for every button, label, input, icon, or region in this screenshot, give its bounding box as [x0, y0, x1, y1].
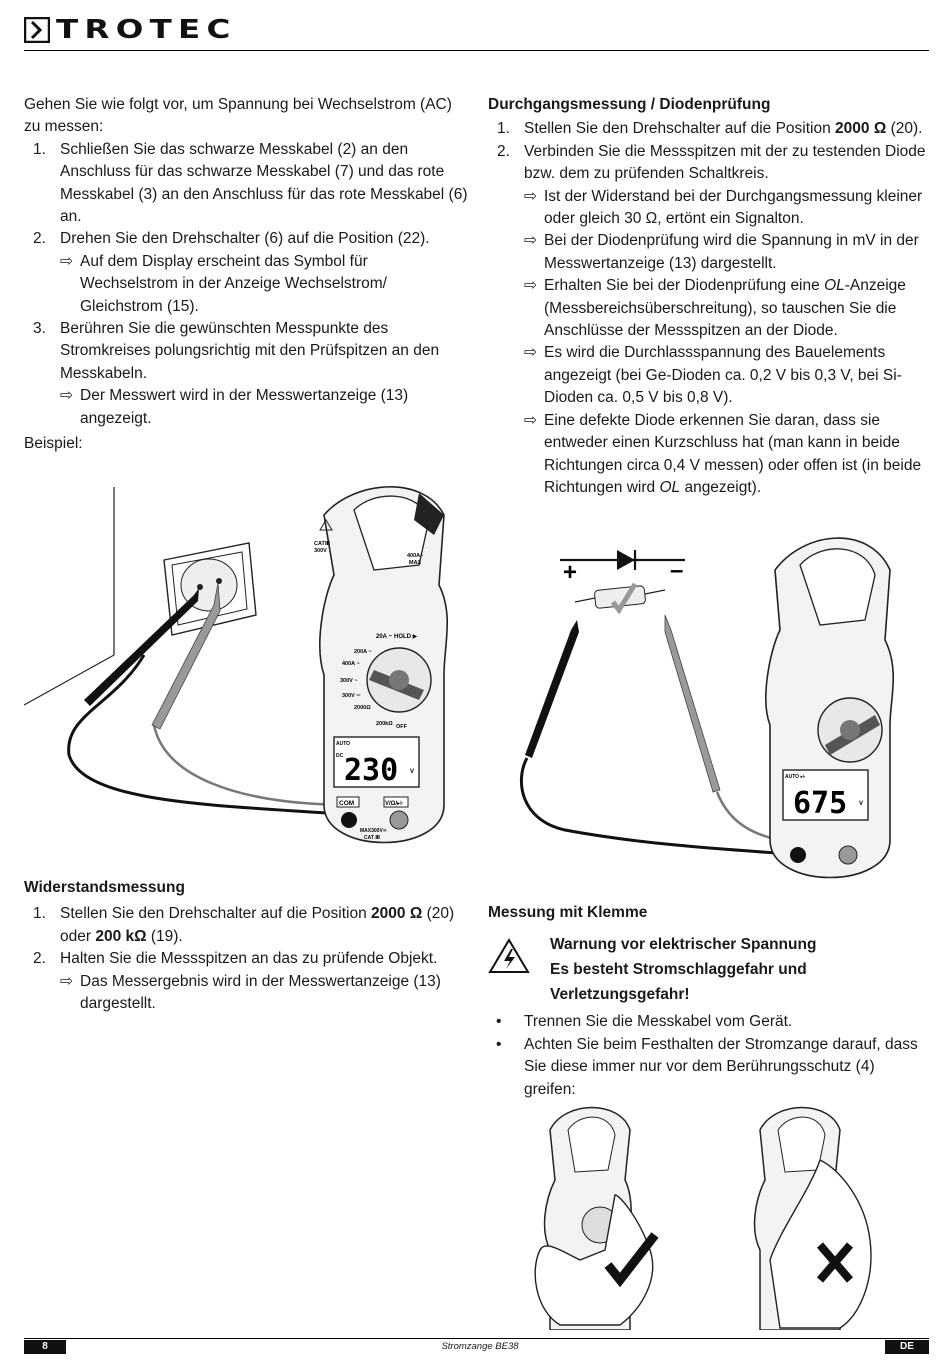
brand-logo: TROTEC [24, 16, 230, 44]
footer-title: Stromzange BE38 [441, 1341, 519, 1352]
lcd-dc: DC [336, 753, 344, 759]
trotec-chevron-icon [24, 17, 50, 43]
warning-line-3: Verletzungsgefahr! [550, 986, 690, 1004]
range-200a: 200A ~ [354, 649, 372, 655]
ac-step-3-result: ⇨Der Messwert wird in der Messwertanzeig… [60, 387, 409, 427]
range-300v-dc: 300V ═ [342, 693, 360, 699]
plus-sign: + [563, 559, 577, 586]
resistance-step-2: 2.Halten Sie die Messspitzen an das zu p… [24, 948, 469, 1015]
clamp-meter: 20A ~ HOLD ▶ 200A ~ 400A ~ 300V ~ 300V ═… [314, 486, 449, 844]
language-badge: DE [885, 1340, 929, 1354]
result-arrow-icon: ⇨ [524, 187, 537, 205]
header-rule [24, 50, 929, 51]
range-20a: 20A ~ [376, 634, 392, 640]
range-200k-ohm: 200kΩ [376, 721, 393, 727]
continuity-result-1: ⇨Ist der Widerstand bei der Durchgangsme… [524, 187, 923, 228]
clamp-bullet-1: •Trennen Sie die Messkabel vom Gerät. [496, 1013, 793, 1031]
max-current-label: 400A~ [407, 553, 423, 559]
wall-socket [163, 542, 257, 636]
max-voltage-label: MAX300V≂ [360, 828, 387, 834]
left-column: Gehen Sie wie folgt vor, um Spannung bei… [24, 94, 469, 456]
range-400a: 400A ~ [342, 661, 360, 667]
off-label: OFF [396, 724, 408, 730]
diode-component [574, 582, 666, 615]
result-arrow-icon: ⇨ [524, 232, 537, 250]
page-number: 8 [24, 1340, 66, 1354]
result-arrow-icon: ⇨ [60, 972, 73, 990]
lcd-auto-diode: AUTO ▸⊦ [785, 774, 806, 780]
voltage-warning: Warnung vor elektrischer Spannung Es bes… [488, 932, 928, 1007]
ac-step-2: 2.Drehen Sie den Drehschalter (6) auf di… [24, 228, 469, 318]
lcd-unit: V [410, 769, 414, 775]
result-arrow-icon: ⇨ [60, 387, 73, 405]
lcd-unit-diode: V [859, 801, 863, 807]
minus-sign: – [670, 557, 683, 584]
warning-line-1: Warnung vor elektrischer Spannung [550, 936, 817, 954]
resistance-step-2-result: ⇨Das Messergebnis wird in der Messwertan… [60, 972, 441, 1013]
cat-rating-label: CAT Ⅲ [364, 835, 380, 841]
result-arrow-icon: ⇨ [524, 344, 537, 362]
continuity-result-4: ⇨Es wird die Durchlassspannung des Bauel… [524, 344, 902, 407]
resistance-step-1: 1.Stellen Sie den Drehschalter auf die P… [33, 905, 455, 945]
cross-icon [816, 1242, 854, 1283]
clamp-bullet-2: •Achten Sie beim Festhalten der Stromzan… [496, 1035, 918, 1098]
ac-step-3: 3.Berühren Sie die gewünschten Messpunkt… [24, 318, 469, 430]
continuity-title: Durchgangsmessung / Diodenprüfung [488, 96, 771, 113]
ac-step-1: 1.Schließen Sie das schwarze Messkabel (… [33, 140, 468, 226]
ac-measurement-figure: 20A ~ HOLD ▶ 200A ~ 400A ~ 300V ~ 300V ═… [24, 486, 449, 844]
resistance-title: Widerstandsmessung [24, 879, 185, 896]
correct-grip-figure [534, 1106, 659, 1330]
ac-steps: 1.Schließen Sie das schwarze Messkabel (… [24, 139, 469, 430]
ac-intro: Gehen Sie wie folgt vor, um Spannung bei… [24, 96, 452, 136]
continuity-step-1: 1.Stellen Sie den Drehschalter auf die P… [497, 120, 923, 138]
continuity-step-2: 2.Verbinden Sie die Messspitzen mit der … [488, 141, 928, 500]
resistance-section: Widerstandsmessung 1.Stellen Sie den Dre… [24, 877, 469, 1015]
range-2000-ohm: 2000Ω [354, 705, 371, 711]
continuity-result-5: ⇨Eine defekte Diode erkennen Sie daran, … [524, 411, 922, 496]
com-jack-label: COM [339, 800, 354, 807]
clamp-meter-diode: AUTO ▸⊦ 675 V [765, 537, 895, 879]
clamp-section: Messung mit Klemme Warnung vor elektrisc… [488, 902, 928, 1101]
cat-voltage-label: 300V [314, 548, 327, 554]
ac-step-2-result: ⇨Auf dem Display erscheint das Symbol fü… [60, 252, 387, 315]
lcd-value: 230 [344, 753, 398, 788]
continuity-result-3: ⇨Erhalten Sie bei der Diodenprüfung eine… [524, 277, 906, 340]
high-voltage-warning-icon [488, 938, 530, 974]
lcd-auto: AUTO [336, 741, 350, 747]
example-label: Beispiel: [24, 435, 83, 453]
right-column: Durchgangsmessung / Diodenprüfung 1.Stel… [488, 94, 928, 499]
range-300v-ac: 300V ~ [340, 678, 358, 684]
clamp-title: Messung mit Klemme [488, 904, 648, 921]
diode-test-figure: + – AUTO ▸⊦ 675 V [519, 537, 895, 879]
warning-line-2: Es besteht Stromschlaggefahr und [550, 961, 807, 979]
result-arrow-icon: ⇨ [524, 277, 537, 295]
hold-label: HOLD ▶ [394, 634, 418, 640]
incorrect-grip-figure [753, 1106, 872, 1330]
checkmark-icon [604, 1232, 659, 1288]
result-arrow-icon: ⇨ [524, 411, 537, 429]
clamp-bullets: •Trennen Sie die Messkabel vom Gerät. •A… [488, 1011, 928, 1101]
footer-rule [24, 1338, 929, 1354]
brand-name: TROTEC [56, 14, 237, 45]
result-arrow-icon: ⇨ [60, 252, 73, 270]
max-current-label-2: MAX [409, 560, 422, 566]
vohm-jack-label: V/Ω/▸⊦ [385, 800, 403, 807]
lcd-value-diode: 675 [793, 786, 847, 821]
continuity-result-2: ⇨Bei der Diodenprüfung wird die Spannung… [524, 232, 919, 272]
cat-label: CATⅢ [314, 541, 330, 547]
